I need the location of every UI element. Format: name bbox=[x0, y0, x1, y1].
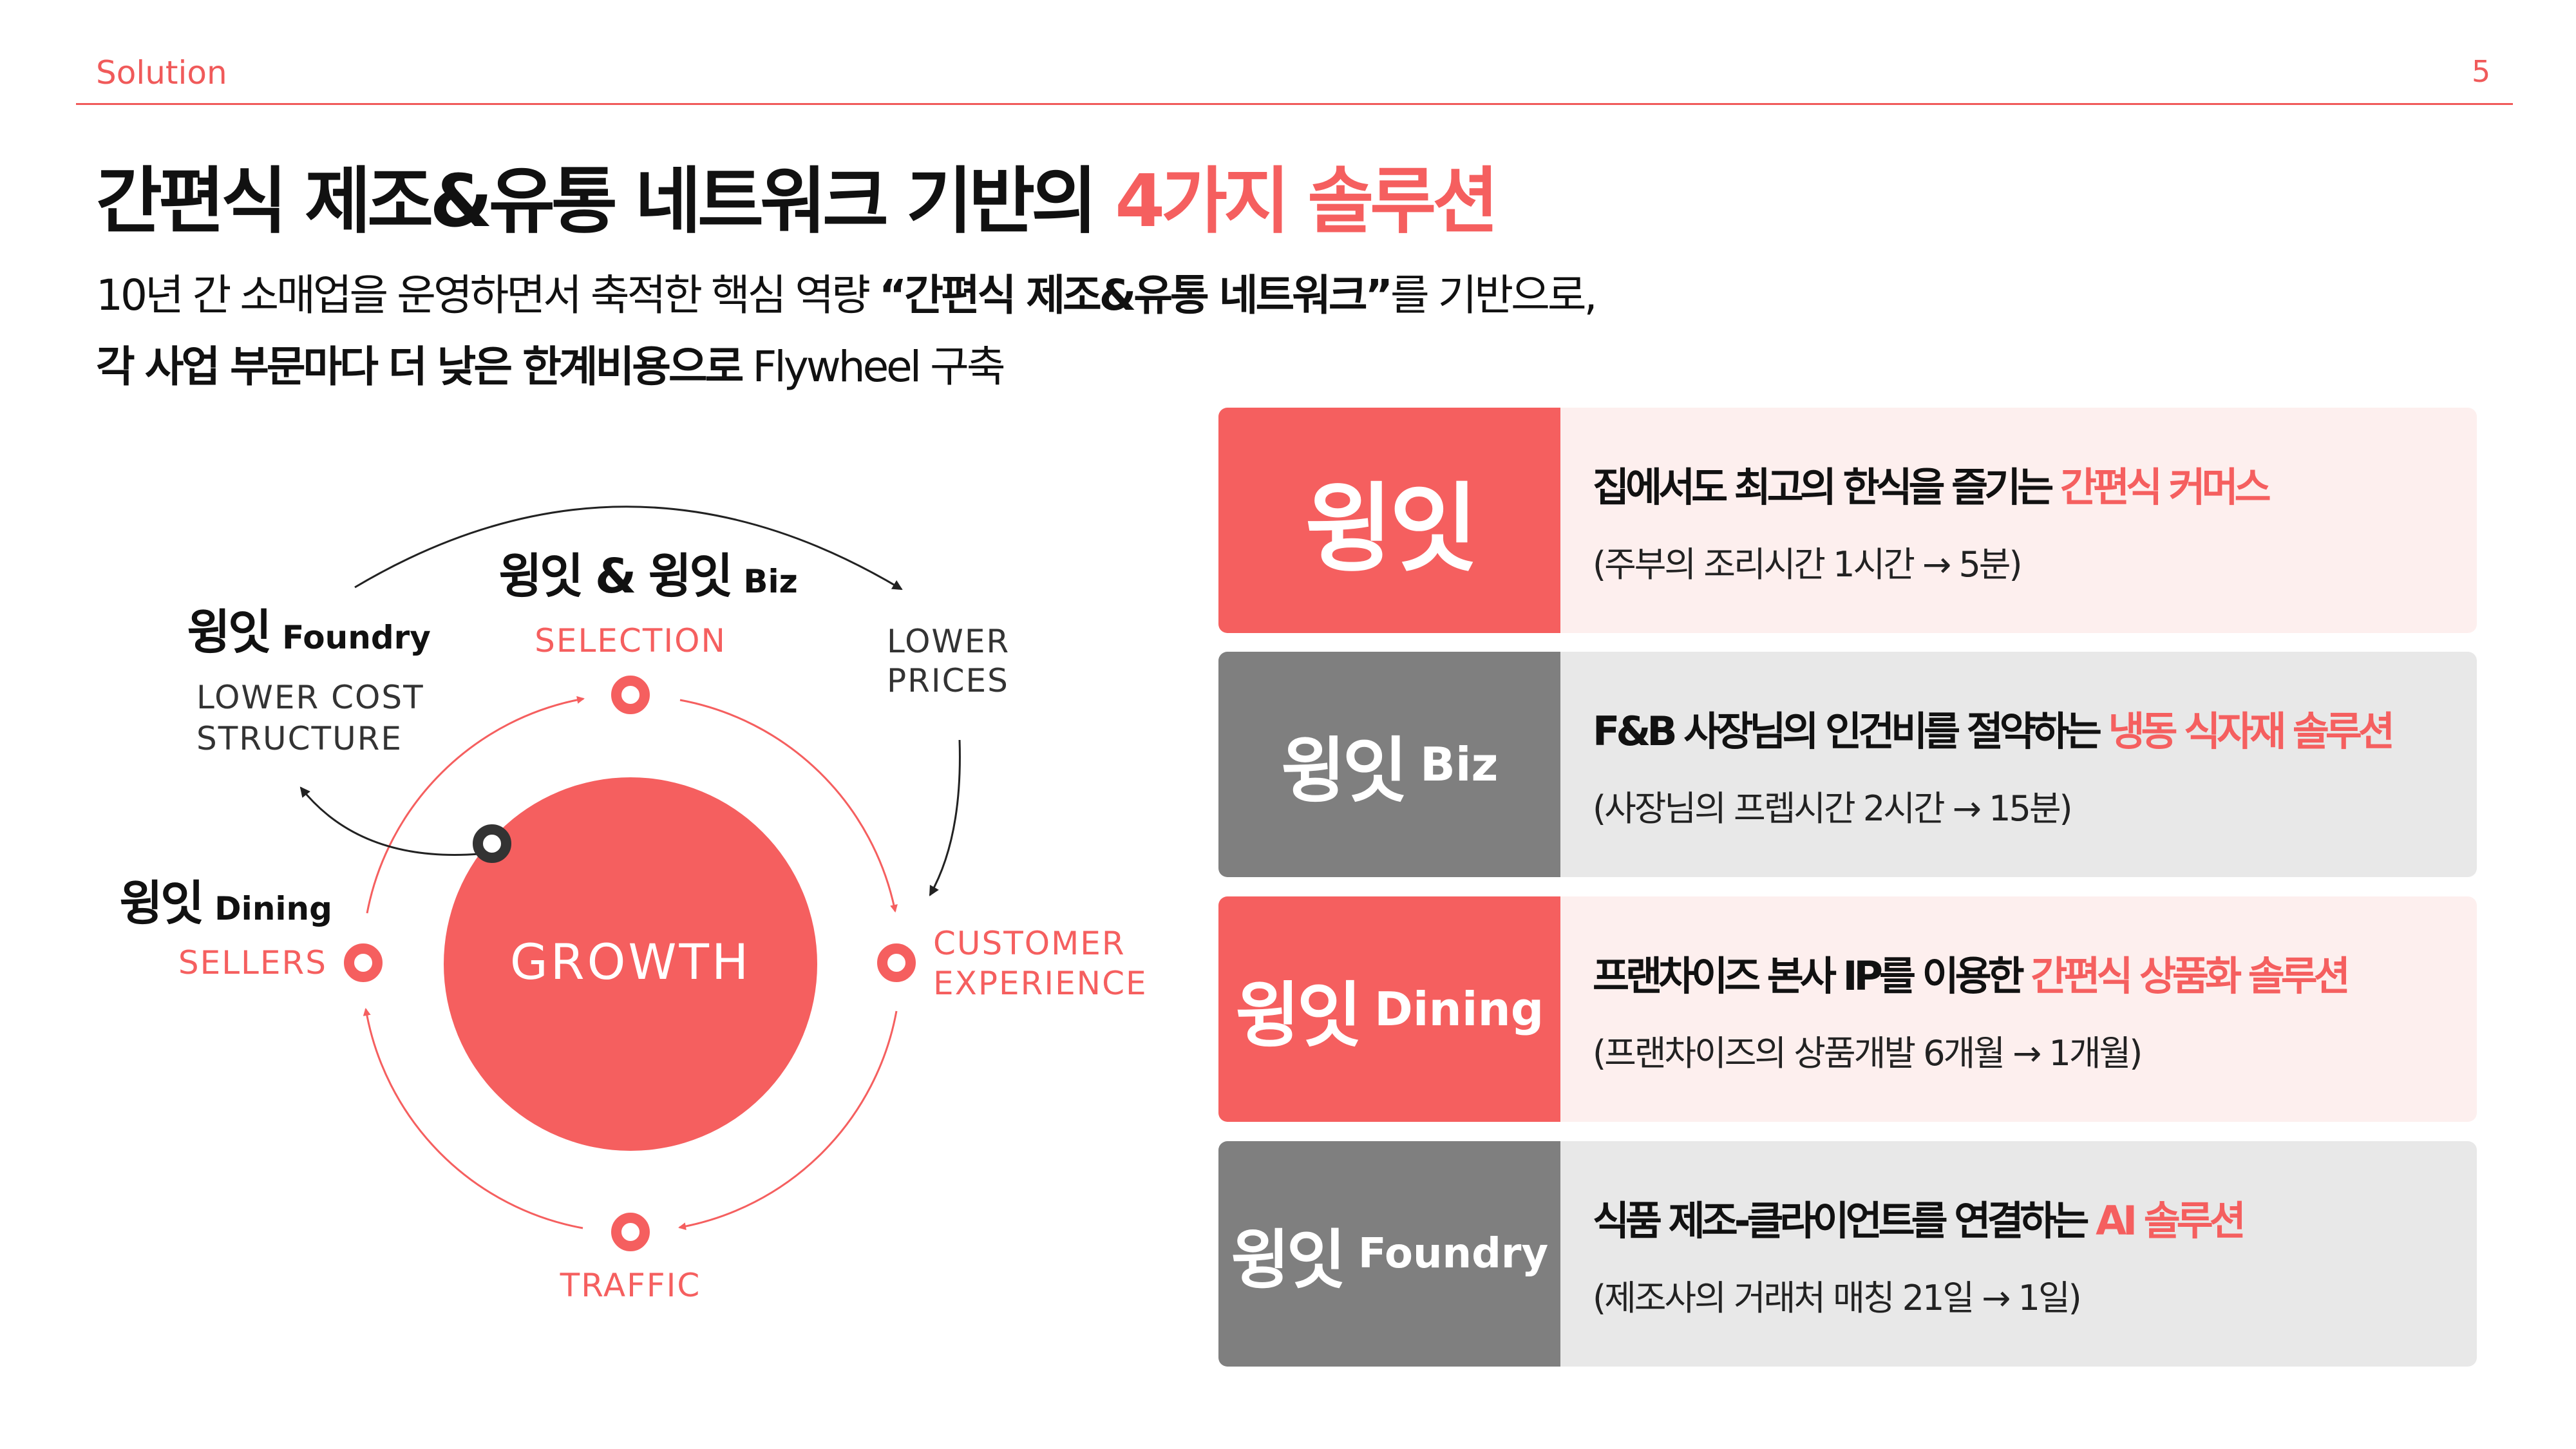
node-selection bbox=[611, 676, 650, 714]
headline-text: F&B 사장님의 인건비를 절약하는 bbox=[1593, 707, 2108, 755]
brand-dining: 윙잇 Dining bbox=[119, 876, 332, 931]
card-headline: 집에서도 최고의 한식을 즐기는 간편식 커머스 bbox=[1593, 455, 2477, 513]
headline-text: 집에서도 최고의 한식을 즐기는 bbox=[1593, 463, 2060, 511]
subtitle-emphasis: 각 사업 부문마다 더 낮은 한계비용으로 bbox=[96, 342, 744, 392]
card-headline: 식품 제조-클라이언트를 연결하는 AI 솔루션 bbox=[1593, 1188, 2477, 1246]
growth-circle bbox=[444, 777, 817, 1151]
card-note: (제조사의 거래처 매칭 21일 → 1일) bbox=[1593, 1277, 2082, 1318]
orbit-arrow-bottom-left bbox=[363, 1008, 583, 1229]
top-arc-arrow bbox=[354, 506, 903, 591]
growth-label: GROWTH bbox=[510, 933, 751, 990]
headline-highlight: AI 솔루션 bbox=[2096, 1197, 2246, 1244]
orbit-arrow-right-bottom bbox=[678, 1010, 898, 1231]
page-number: 5 bbox=[2472, 54, 2491, 89]
solution-card-commerce: 윙잇 집에서도 최고의 한식을 즐기는 간편식 커머스 (주부의 조리시간 1시간… bbox=[1218, 408, 2477, 633]
headline-highlight: 냉동 식자재 솔루션 bbox=[2108, 707, 2395, 755]
brand-foundry: 윙잇 Foundry bbox=[187, 605, 431, 660]
title-text: 간편식 제조&유통 네트워크 기반의 bbox=[96, 160, 1115, 243]
logo-ko: 윙잇 bbox=[1230, 1222, 1346, 1298]
cost-arrow bbox=[299, 786, 480, 856]
logo-en: Foundry bbox=[1358, 1230, 1549, 1278]
node-sellers bbox=[344, 943, 383, 982]
flywheel-diagram: GROWTH SELECTION CUSTOMER EXPERIENCE TRA… bbox=[119, 506, 1148, 1304]
price-arrow bbox=[929, 739, 961, 896]
headline-text: 프랜차이즈 본사 IP를 이용한 bbox=[1593, 952, 2031, 999]
logo-ko: 윙잇 bbox=[1304, 473, 1478, 585]
label-customer-2: EXPERIENCE bbox=[933, 965, 1148, 1002]
subtitle-line-1: 10년 간 소매업을 운영하면서 축적한 핵심 역량 “간편식 제조&유통 네트… bbox=[96, 261, 1598, 323]
brand-foundry-en: Foundry bbox=[282, 619, 431, 656]
orbit-arrow-top-right bbox=[679, 699, 898, 913]
brand-dining-ko: 윙잇 bbox=[119, 876, 202, 931]
note-lower-cost-1: LOWER COST bbox=[196, 679, 424, 716]
card-note: (프랜차이즈의 상품개발 6개월 → 1개월) bbox=[1593, 1032, 2143, 1074]
title-highlight: 4가지 솔루션 bbox=[1115, 160, 1499, 243]
card-note: (사장님의 프렙시간 2시간 → 15분) bbox=[1593, 788, 2073, 829]
brand-top-en: Biz bbox=[743, 563, 797, 600]
logo-ko: 윙잇 bbox=[1235, 974, 1362, 1057]
brand-top-ko: 윙잇 & 윙잇 bbox=[498, 549, 731, 604]
headline-highlight: 간편식 커머스 bbox=[2060, 463, 2271, 511]
card-note: (주부의 조리시간 1시간 → 5분) bbox=[1593, 544, 2023, 585]
note-lower-prices-2: PRICES bbox=[887, 662, 1009, 699]
headline-text: 식품 제조-클라이언트를 연결하는 bbox=[1593, 1197, 2096, 1244]
subtitle-line-2: 각 사업 부문마다 더 낮은 한계비용으로 Flywheel 구축 bbox=[96, 332, 1006, 394]
logo-en: Biz bbox=[1419, 737, 1499, 791]
label-selection: SELECTION bbox=[535, 622, 726, 659]
subtitle-text: 10년 간 소매업을 운영하면서 축적한 핵심 역량 bbox=[96, 270, 879, 320]
brand-dining-en: Dining bbox=[214, 890, 332, 927]
note-lower-prices-1: LOWER bbox=[887, 623, 1010, 660]
header-divider bbox=[76, 103, 2513, 105]
card-headline: F&B 사장님의 인건비를 절약하는 냉동 식자재 솔루션 bbox=[1593, 699, 2477, 757]
orbit-arrow-left-top bbox=[366, 696, 585, 914]
logo-en: Dining bbox=[1374, 982, 1544, 1036]
brand-foundry-ko: 윙잇 bbox=[187, 605, 270, 660]
headline-highlight: 간편식 상품화 솔루션 bbox=[2031, 952, 2351, 999]
section-label: Solution bbox=[96, 54, 227, 91]
page-title: 간편식 제조&유통 네트워크 기반의 4가지 솔루션 bbox=[96, 143, 1499, 247]
card-logo: 윙잇 bbox=[1218, 408, 1560, 633]
node-traffic bbox=[611, 1213, 650, 1251]
label-customer-1: CUSTOMER bbox=[933, 925, 1126, 962]
logo-ko: 윙잇 bbox=[1280, 730, 1408, 812]
note-lower-cost-2: STRUCTURE bbox=[196, 720, 402, 757]
brand-top: 윙잇 & 윙잇 Biz bbox=[498, 549, 798, 604]
label-sellers: SELLERS bbox=[178, 944, 327, 981]
label-traffic: TRAFFIC bbox=[560, 1267, 701, 1304]
subtitle-emphasis: “간편식 제조&유통 네트워크” bbox=[878, 270, 1393, 320]
card-headline: 프랜차이즈 본사 IP를 이용한 간편식 상품화 솔루션 bbox=[1593, 943, 2477, 1001]
subtitle-text: 를 기반으로, bbox=[1390, 270, 1598, 320]
subtitle-text: Flywheel 구축 bbox=[741, 342, 1005, 392]
node-cost bbox=[473, 824, 511, 863]
node-customer-experience bbox=[877, 943, 916, 982]
